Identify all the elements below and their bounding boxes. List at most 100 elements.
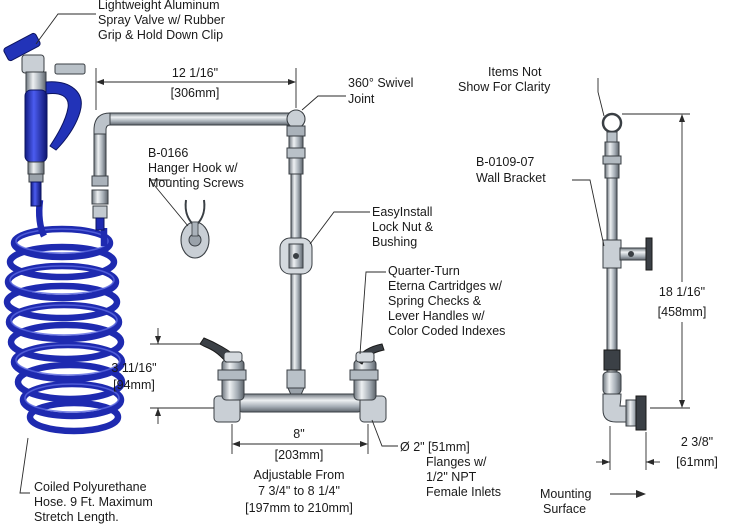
svg-text:B-0166: B-0166 [148,146,188,160]
svg-text:18 1/16": 18 1/16" [659,285,705,299]
wall-bracket-line-2: Wall Bracket [476,171,546,185]
svg-text:Spray Valve w/ Rubber: Spray Valve w/ Rubber [98,13,225,27]
adjustable-line-3: [197mm to 210mm] [245,501,353,515]
cartridges-line-5: Color Coded Indexes [388,324,505,338]
items-not-shown-line-1: Items Not [488,65,542,79]
callout-hose: Coiled Polyurethane Hose. 9 Ft. Maximum … [34,480,153,524]
svg-text:7 3/4" to 8 1/4": 7 3/4" to 8 1/4" [258,484,340,498]
flanges-line-2: Flanges w/ [426,455,487,469]
hanger-line-1: B-0166 [148,146,188,160]
dim-projection: 2 3/8" [61mm] [676,435,718,469]
leader-lines [19,13,605,494]
side-view [601,112,653,431]
svg-text:Mounting Screws: Mounting Screws [148,176,244,190]
arm-width-imperial: 12 1/16" [172,66,218,80]
svg-text:Ø 2" [51mm]: Ø 2" [51mm] [400,440,470,454]
callout-spray-valve: Lightweight Aluminum Spray Valve w/ Rubb… [98,0,225,42]
svg-text:12 1/16": 12 1/16" [172,66,218,80]
swivel-line-2: Joint [348,92,375,106]
lock-nut-line-1: EasyInstall [372,205,432,219]
svg-text:Spring Checks &: Spring Checks & [388,294,482,308]
flanges-line-4: Female Inlets [426,485,501,499]
svg-text:Bushing: Bushing [372,235,417,249]
svg-text:Joint: Joint [348,92,375,106]
cartridges-line-2: Eterna Cartridges w/ [388,279,502,293]
svg-text:Hanger Hook w/: Hanger Hook w/ [148,161,238,175]
overall-height-imperial: 18 1/16" [659,285,705,299]
mounting-surface-line-2: Surface [543,502,586,516]
dim-adjustable: Adjustable From 7 3/4" to 8 1/4" [197mm … [245,468,353,515]
callout-lock-nut: EasyInstall Lock Nut & Bushing [372,205,434,249]
callout-mounting-surface: Mounting Surface [540,487,591,516]
handle-height-imperial: 3 11/16" [111,361,156,375]
dim-handle-height: 3 11/16" [94mm] [111,361,156,392]
adjustable-line-1: Adjustable From [253,468,344,482]
svg-text:Coiled Polyurethane: Coiled Polyurethane [34,480,147,494]
svg-text:Mounting: Mounting [540,487,591,501]
cartridges-line-4: Lever Handles w/ [388,309,485,323]
svg-text:Adjustable From: Adjustable From [253,468,344,482]
svg-text:Stretch Length.: Stretch Length. [34,510,119,524]
coiled-hose [3,199,126,435]
svg-text:8": 8" [293,427,304,441]
callout-wall-bracket: B-0109-07 Wall Bracket [476,155,546,185]
callout-cartridges: Quarter-Turn Eterna Cartridges w/ Spring… [388,264,505,338]
svg-text:[94mm]: [94mm] [113,378,155,392]
svg-text:Hose. 9 Ft. Maximum: Hose. 9 Ft. Maximum [34,495,153,509]
wall-bracket-line-1: B-0109-07 [476,155,534,169]
svg-text:Items Not: Items Not [488,65,542,79]
centers-imperial: 8" [293,427,304,441]
dimension-lines [95,68,690,498]
swivel-line-1: 360° Swivel [348,76,413,90]
svg-text:[197mm to 210mm]: [197mm to 210mm] [245,501,353,515]
hanger-line-2: Hanger Hook w/ [148,161,238,175]
svg-text:B-0109-07: B-0109-07 [476,155,534,169]
lock-nut-line-2: Lock Nut & [372,220,434,234]
svg-text:2 3/8": 2 3/8" [681,435,713,449]
svg-text:[306mm]: [306mm] [171,86,220,100]
callout-hanger: B-0166 Hanger Hook w/ Mounting Screws [148,146,244,190]
svg-text:Color Coded Indexes: Color Coded Indexes [388,324,505,338]
svg-text:Lever Handles w/: Lever Handles w/ [388,309,485,323]
svg-text:Show For Clarity: Show For Clarity [458,80,551,94]
dim-arm-width: 12 1/16" [306mm] [171,66,220,100]
cartridges-line-3: Spring Checks & [388,294,482,308]
handle-height-metric: [94mm] [113,378,155,392]
dim-overall-height: 18 1/16" [458mm] [658,285,707,319]
spray-valve-line-3: Grip & Hold Down Clip [98,28,223,42]
cartridges-line-1: Quarter-Turn [388,264,460,278]
adjustable-line-2: 7 3/4" to 8 1/4" [258,484,340,498]
svg-text:360° Swivel: 360° Swivel [348,76,413,90]
overall-height-metric: [458mm] [658,305,707,319]
flanges-line-3: 1/2" NPT [426,470,477,484]
main-faucet [91,109,387,423]
svg-text:Grip & Hold Down Clip: Grip & Hold Down Clip [98,28,223,42]
dim-centers: 8" [203mm] [275,427,324,462]
callout-swivel: 360° Swivel Joint [348,76,413,106]
hanger-hook [180,199,210,259]
svg-text:Surface: Surface [543,502,586,516]
svg-text:[61mm]: [61mm] [676,455,718,469]
spray-valve-line-1: Lightweight Aluminum [98,0,220,12]
flanges-line-1: Ø 2" [51mm] [400,440,470,454]
hose-line-1: Coiled Polyurethane [34,480,147,494]
callout-flanges: Ø 2" [51mm] Flanges w/ 1/2" NPT Female I… [400,440,501,499]
svg-text:[203mm]: [203mm] [275,448,324,462]
mounting-surface-line-1: Mounting [540,487,591,501]
svg-text:Female Inlets: Female Inlets [426,485,501,499]
svg-text:3 11/16": 3 11/16" [111,361,156,375]
projection-metric: [61mm] [676,455,718,469]
svg-text:Quarter-Turn: Quarter-Turn [388,264,460,278]
svg-text:Lightweight Aluminum: Lightweight Aluminum [98,0,220,12]
svg-text:Flanges w/: Flanges w/ [426,455,487,469]
hose-line-2: Hose. 9 Ft. Maximum [34,495,153,509]
arm-width-metric: [306mm] [171,86,220,100]
centers-metric: [203mm] [275,448,324,462]
svg-text:EasyInstall: EasyInstall [372,205,432,219]
svg-text:Eterna Cartridges w/: Eterna Cartridges w/ [388,279,502,293]
svg-text:[458mm]: [458mm] [658,305,707,319]
projection-imperial: 2 3/8" [681,435,713,449]
spray-valve [3,32,86,207]
svg-text:Lock Nut &: Lock Nut & [372,220,434,234]
